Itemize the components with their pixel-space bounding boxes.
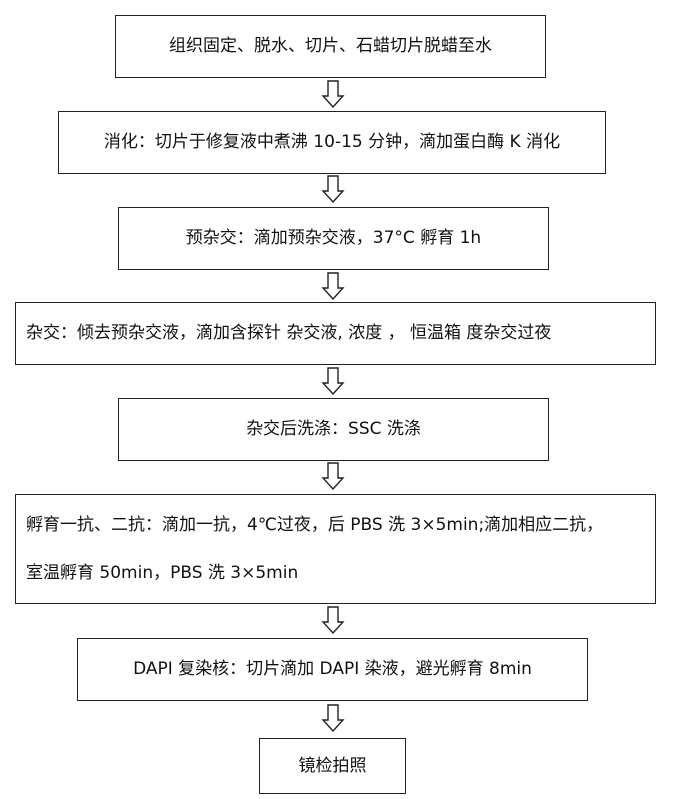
step-label: 杂交后洗涤：SSC 洗涤 [246,419,421,440]
hollow-down-arrow-icon [321,367,345,395]
step-box-post-wash: 杂交后洗涤：SSC 洗涤 [118,398,549,461]
hollow-down-arrow-icon [321,175,345,203]
step-box-antibody-incubation: 孵育一抗、二抗：滴加一抗，4℃过夜，后 PBS 洗 3×5min;滴加相应二抗，… [15,494,656,604]
step-label: 镜检拍照 [298,755,367,776]
hollow-down-arrow-icon [321,606,345,634]
step-box-digestion: 消化：切片于修复液中煮沸 10-15 分钟，滴加蛋白酶 K 消化 [58,111,606,174]
step-box-dapi-staining: DAPI 复染核：切片滴加 DAPI 染液，避光孵育 8min [77,638,588,701]
step-box-fixation: 组织固定、脱水、切片、石蜡切片脱蜡至水 [115,15,546,78]
hollow-down-arrow-icon [321,80,345,108]
step-label: 杂交：倾去预杂交液，滴加含探针 杂交液, 浓度 ， 恒温箱 度杂交过夜 [26,323,552,344]
step-box-microscopy: 镜检拍照 [259,738,406,794]
step-box-prehybridization: 预杂交：滴加预杂交液，37°C 孵育 1h [118,207,549,270]
step-label: DAPI 复染核：切片滴加 DAPI 染液，避光孵育 8min [133,659,532,680]
step-box-hybridization: 杂交：倾去预杂交液，滴加含探针 杂交液, 浓度 ， 恒温箱 度杂交过夜 [15,302,656,365]
step-label-line-2: 室温孵育 50min，PBS 洗 3×5min [26,563,299,583]
step-label: 组织固定、脱水、切片、石蜡切片脱蜡至水 [169,36,492,57]
step-label: 预杂交：滴加预杂交液，37°C 孵育 1h [185,228,482,249]
hollow-down-arrow-icon [321,272,345,300]
step-label: 消化：切片于修复液中煮沸 10-15 分钟，滴加蛋白酶 K 消化 [103,132,561,153]
hollow-down-arrow-icon [321,704,345,732]
step-label-line-1: 孵育一抗、二抗：滴加一抗，4℃过夜，后 PBS 洗 3×5min;滴加相应二抗， [26,515,604,535]
hollow-down-arrow-icon [321,462,345,490]
